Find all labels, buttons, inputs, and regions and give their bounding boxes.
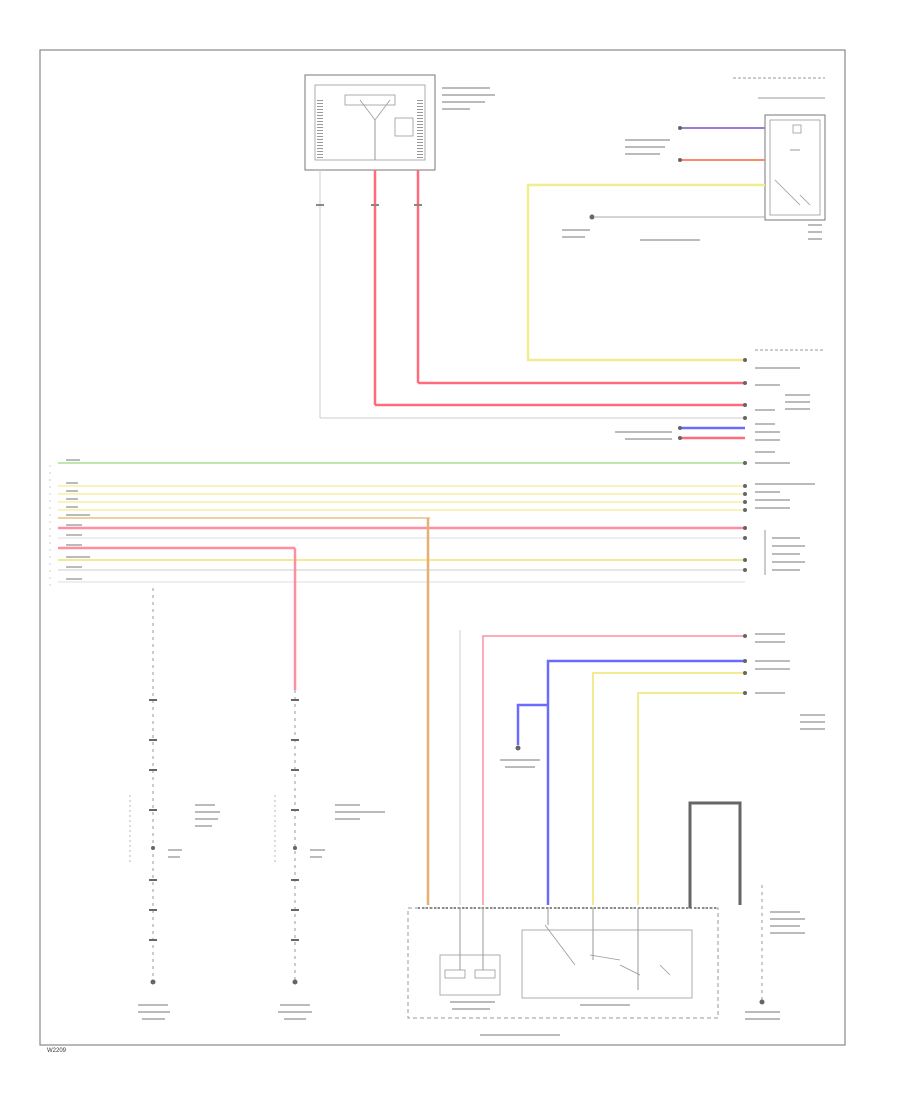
right-connector-lower — [459, 630, 825, 905]
top-sensor-label-block — [442, 87, 495, 110]
right-connector-middle — [743, 461, 815, 575]
yellow-loop-wire — [526, 183, 765, 362]
left-lamp-circuit — [129, 588, 220, 1020]
diagram-frame — [39, 49, 846, 1046]
top-right-switch — [562, 77, 826, 241]
right-lamp-circuit — [274, 548, 385, 1020]
left-harness-wires — [58, 462, 745, 583]
right-connector-upper — [615, 349, 825, 453]
top-sensor-module — [304, 74, 436, 171]
bottom-combination-switch — [407, 801, 805, 1036]
figure-label: W2209 — [47, 1048, 67, 1054]
sensor-wires — [316, 170, 745, 419]
left-wire-tags — [49, 459, 90, 590]
